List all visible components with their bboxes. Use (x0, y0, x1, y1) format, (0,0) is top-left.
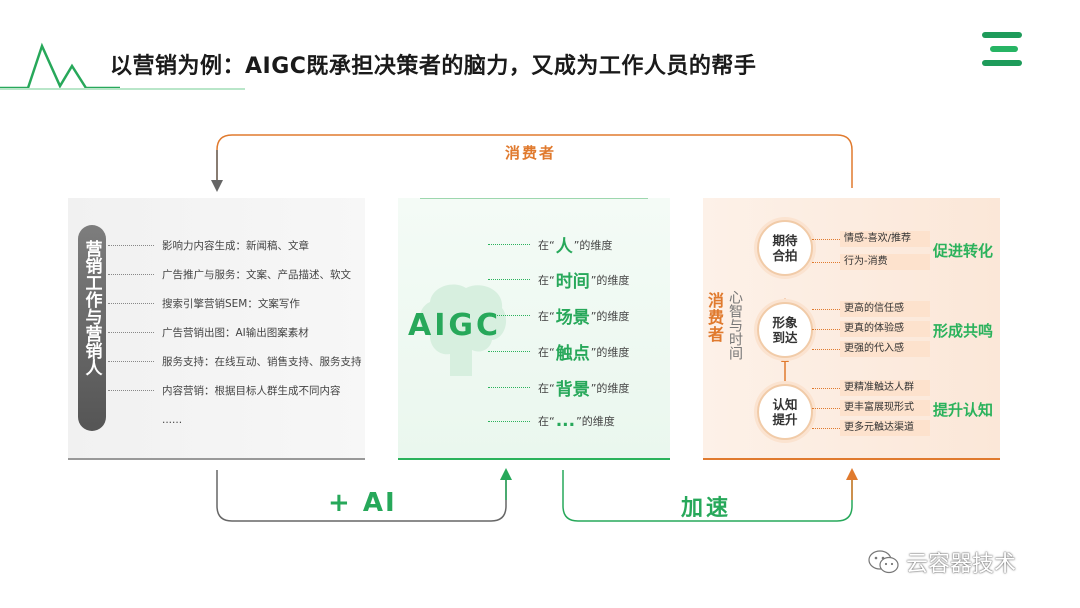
tag-connector (812, 329, 840, 330)
consumer-side-label: 消费者 (705, 292, 724, 343)
tag-connector (812, 309, 840, 310)
tag-connector (812, 262, 840, 263)
brand-logo-icon (982, 32, 1022, 66)
tag-connector (812, 349, 840, 350)
watermark-text: 云容器技术 (906, 552, 1017, 577)
stage-tag: 情感-喜欢/推荐 (840, 231, 930, 247)
left-list-item: 影响力内容生成：新闻稿、文章 (108, 238, 309, 253)
plus-ai-label: + AI (328, 488, 397, 518)
left-list-item: 内容营销：根据目标人群生成不同内容 (108, 383, 341, 398)
marketing-work-pill (78, 225, 106, 431)
brain-icon (419, 284, 507, 376)
dimension-item: 在“时间”的维度 (488, 267, 629, 292)
left-list-item: 广告营销出图：AI输出图案素材 (108, 325, 309, 340)
stage-tag: 更精准触达人群 (840, 380, 930, 396)
tag-connector (812, 428, 840, 429)
aigc-label: AIGC (408, 308, 502, 343)
speedup-label: 加速 (681, 496, 732, 521)
stage-tag: 行为-消费 (840, 254, 930, 270)
tag-connector (812, 388, 840, 389)
stage-tag: 更高的信任感 (840, 301, 930, 317)
left-list-item: 广告推广与服务：文案、产品描述、软文 (108, 267, 351, 282)
slide-title: 以营销为例：AIGC既承担决策者的脑力，又成为工作人员的帮手 (110, 54, 757, 79)
stage-expect-match: 期待合拍 (757, 220, 813, 276)
left-list-item: 服务支持：在线互动、销售支持、服务支持 (108, 354, 362, 369)
dimension-item: 在“触点”的维度 (488, 339, 629, 364)
left-list-item: 搜索引擎营销SEM：文案写作 (108, 296, 300, 311)
left-panel-divider (68, 458, 365, 460)
stage-tag: 更多元触达渠道 (840, 420, 930, 436)
bottom-left-arrow (216, 470, 507, 522)
mind-time-label: 心智与时间 (727, 290, 743, 360)
outcome-form-resonance: 形成共鸣 (933, 322, 994, 340)
top-arrow-orange (216, 134, 853, 188)
stage-tag: 更真的体验感 (840, 321, 930, 337)
dimension-item: 在“背景”的维度 (488, 375, 629, 400)
aigc-panel-top-line (420, 198, 648, 199)
outcome-promote-conversion: 促进转化 (933, 242, 994, 260)
bottom-right-arrow (562, 470, 853, 522)
left-panel (68, 198, 365, 460)
stage-image-reach: 形象到达 (757, 302, 813, 358)
left-list-item-ellipsis: ...... (162, 414, 183, 426)
wechat-icon (868, 550, 899, 574)
aigc-panel-divider (398, 458, 670, 460)
dimension-item: 在“人”的维度 (488, 232, 612, 257)
tag-connector (812, 239, 840, 240)
tag-connector (812, 408, 840, 409)
outcome-raise-cognition: 提升认知 (933, 401, 994, 419)
watermark: 云容器技术 (868, 546, 1016, 578)
pulse-line-icon (0, 42, 245, 90)
marketing-work-pill-label: 营销工作与营销人 (81, 240, 102, 376)
dimension-item: 在“...”的维度 (488, 411, 615, 431)
consumer-panel-divider (703, 458, 1000, 460)
dimension-item: 在“场景”的维度 (488, 303, 629, 328)
consumer-top-label: 消费者 (505, 144, 557, 162)
stage-cognition-up: 认知提升 (757, 384, 813, 440)
stage-tag: 更丰富展现形式 (840, 400, 930, 416)
stage-tag: 更强的代入感 (840, 341, 930, 357)
